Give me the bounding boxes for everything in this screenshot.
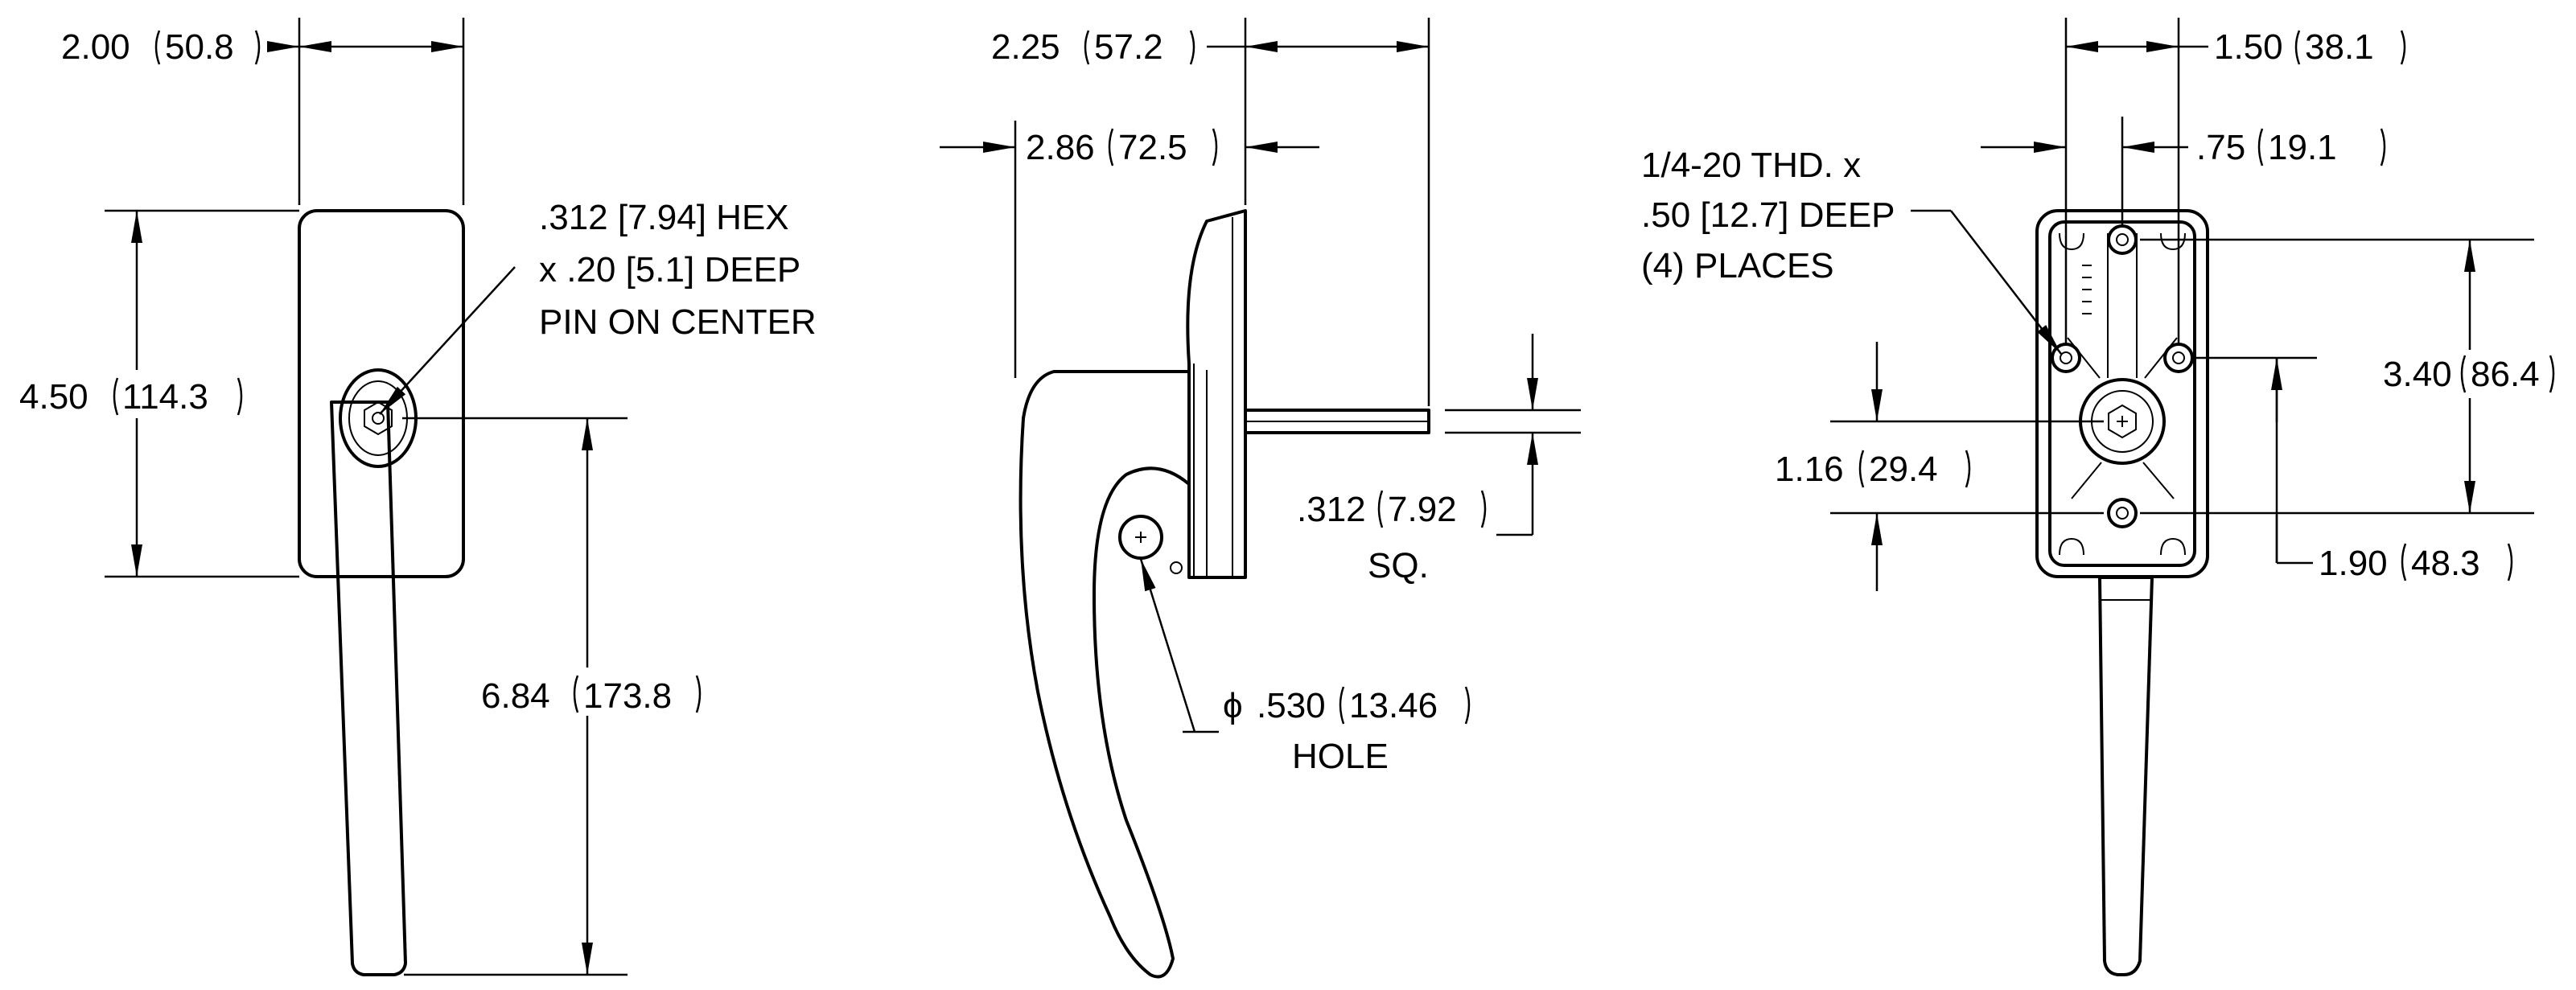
- side-handle: [1018, 370, 1191, 979]
- front-base-plate: [298, 209, 465, 578]
- hex-note: .312 [7.94] HEX x .20 [5.1] DEEP PIN ON …: [539, 198, 817, 342]
- mounting-hole-top: [2107, 224, 2138, 255]
- side-overall-in: 2.86: [1026, 128, 1095, 167]
- hole-dimension: ϕ .530 13.46 HOLE: [1223, 686, 1471, 776]
- rear-center-in: 1.16: [1775, 450, 1844, 489]
- handle-length-mm: 173.8: [583, 676, 672, 716]
- front-view: 2.00 50.8 4.50 114.3 6.84 173.8: [16, 18, 817, 976]
- side-housing: [1186, 209, 1247, 579]
- thread-note-line-2: .50 [12.7] DEEP: [1641, 195, 1895, 235]
- front-height-in: 4.50: [19, 377, 88, 417]
- rear-lower-in: 1.90: [2319, 544, 2388, 583]
- side-pivot-hole: [1118, 515, 1163, 560]
- thread-note: 1/4-20 THD. x .50 [12.7] DEEP (4) PLACES: [1641, 146, 1895, 285]
- mounting-hole-bottom: [2107, 498, 2138, 528]
- side-overall-dimension: 2.86 72.5: [1026, 128, 1218, 167]
- rear-offset-in: .75: [2196, 128, 2245, 167]
- rear-hole-spacing-mm: 38.1: [2305, 27, 2374, 67]
- hex-note-line-3: PIN ON CENTER: [539, 302, 817, 342]
- rear-lower-dimension: 1.90 48.3: [2319, 543, 2513, 583]
- rear-housing-outer: [2035, 209, 2209, 578]
- rear-offset-mm: 19.1: [2268, 128, 2337, 167]
- rear-vertical-spacing-in: 3.40: [2383, 355, 2452, 394]
- side-depth-dimension: 2.25 57.2: [991, 27, 1195, 67]
- rear-handle: [2098, 576, 2154, 976]
- rear-vertical-spacing-mm: 86.4: [2471, 355, 2540, 394]
- rear-view: 1.50 38.1 .75 19.1 1/4-20 THD. x .50 [12…: [1641, 18, 2574, 976]
- hole-mm: 13.46: [1349, 686, 1438, 725]
- front-height-dimension: 4.50 114.3: [19, 377, 243, 417]
- rear-center-dimension: 1.16 29.4: [1775, 450, 1971, 489]
- thread-note-line-3: (4) PLACES: [1641, 246, 1834, 285]
- rear-lower-mm: 48.3: [2411, 544, 2480, 583]
- front-width-dimension: 2.00 50.8: [61, 27, 261, 67]
- thread-note-line-1: 1/4-20 THD. x: [1641, 146, 1861, 185]
- front-handle: [330, 401, 407, 976]
- rear-offset-dimension: .75 19.1: [2196, 128, 2386, 167]
- square-mm: 7.92: [1388, 490, 1457, 529]
- front-width-mm: 50.8: [165, 27, 234, 67]
- side-depth-in: 2.25: [991, 27, 1060, 67]
- square-dimension: .312 7.92 SQ.: [1297, 490, 1487, 585]
- hole-in: .530: [1257, 686, 1326, 725]
- side-depth-mm: 57.2: [1094, 27, 1163, 67]
- handle-length-dimension: 6.84 173.8: [481, 675, 702, 716]
- side-overall-mm: 72.5: [1118, 128, 1187, 167]
- rear-hole-spacing-in: 1.50: [2214, 27, 2283, 67]
- hex-note-line-2: x .20 [5.1] DEEP: [539, 250, 800, 290]
- hole-diameter-symbol: ϕ: [1223, 686, 1243, 725]
- rear-hole-spacing-dimension: 1.50 38.1: [2214, 27, 2406, 67]
- square-in: .312: [1297, 490, 1366, 529]
- rear-vertical-spacing-dimension: 3.40 86.4: [2383, 355, 2555, 394]
- mounting-hole-right: [2163, 343, 2194, 373]
- square-label: SQ.: [1368, 546, 1429, 585]
- front-height-mm: 114.3: [122, 377, 208, 417]
- handle-length-in: 6.84: [481, 676, 550, 716]
- hex-note-line-1: .312 [7.94] HEX: [539, 198, 789, 237]
- side-view: 2.25 57.2 2.86 72.5 .312 7.92 SQ.: [940, 18, 1581, 979]
- hole-label: HOLE: [1292, 737, 1389, 776]
- rear-center-mm: 29.4: [1869, 450, 1938, 489]
- front-width-in: 2.00: [61, 27, 130, 67]
